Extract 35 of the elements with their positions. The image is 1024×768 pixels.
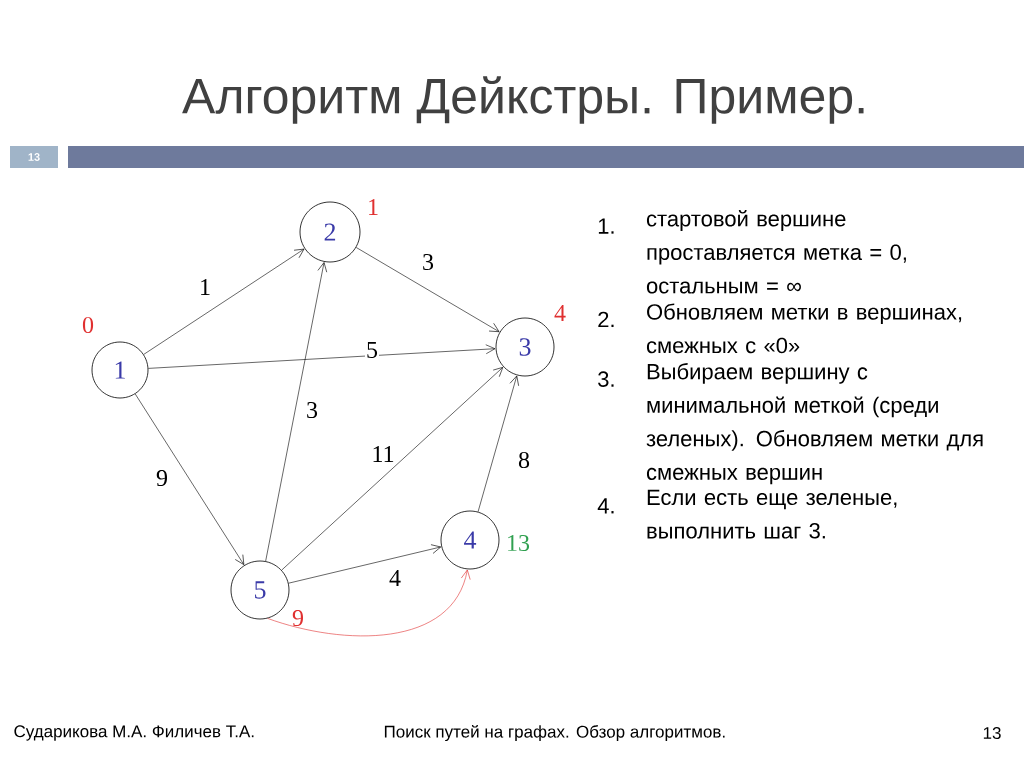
arrow	[477, 375, 519, 513]
list-number: 1.	[598, 218, 614, 234]
edge-label: 8	[517, 450, 531, 470]
distance-label: 0	[82, 316, 94, 334]
slide-title: Алгоритм Дейкстры. Пример.	[182, 76, 864, 124]
distance-label: 1	[369, 199, 378, 215]
edge-label: 9	[155, 468, 169, 488]
slide-number-box: 13	[10, 146, 58, 168]
list-item-text: Обновляем метки в вершинах, смежных с «0»	[646, 303, 962, 354]
arrow	[267, 569, 471, 637]
footer-text: Сударикова М.А. Филичев Т.А.	[14, 725, 254, 741]
arrow	[281, 367, 504, 571]
edge-label: 3	[305, 400, 319, 420]
list-number: 4.	[597, 498, 614, 514]
list-item-text: Выбираем вершину с минимальной меткой (среди зеленых). Обновляем метки для смежных вершин	[646, 363, 983, 485]
edge-label: 11	[370, 445, 396, 463]
arrow	[288, 544, 442, 584]
footer-text: Поиск путей на графах. Обзор алгоритмов.	[384, 724, 725, 742]
arrow	[355, 247, 500, 333]
distance-label: 13	[508, 534, 530, 552]
list-item-text: Если есть еще зеленые, выполнить шаг 3.	[647, 489, 897, 539]
edge-label: 5	[365, 341, 379, 359]
edge-label: 4	[388, 569, 402, 587]
page-number: 13	[983, 727, 1001, 740]
arrow	[134, 393, 245, 565]
distance-label: 9	[292, 609, 303, 627]
arrow	[143, 248, 305, 355]
list-item-text: стартовой вершине проставляется метка = 0, остальным = ∞	[646, 210, 906, 294]
edge-label: 1	[198, 278, 212, 296]
arrow	[148, 344, 496, 369]
list-number: 2.	[598, 311, 614, 328]
distance-label: 4	[554, 305, 566, 321]
list-number: 3.	[598, 371, 614, 387]
arrow	[265, 262, 328, 562]
edge-label: 3	[421, 252, 435, 272]
